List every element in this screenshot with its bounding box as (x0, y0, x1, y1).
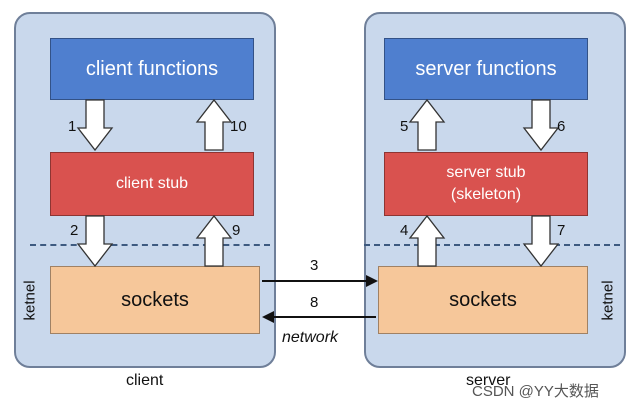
server-kernel-boundary (364, 244, 620, 246)
arrow-step-5 (408, 98, 446, 151)
arrow-step-10 (195, 98, 233, 151)
client-caption: client (126, 372, 164, 389)
step-label-4: 4 (400, 222, 409, 239)
step-label-10: 10 (230, 118, 247, 135)
arrow-step-6 (522, 99, 560, 152)
step-label-5: 5 (400, 118, 409, 135)
step-label-3: 3 (310, 257, 319, 274)
client-kernel-boundary (30, 244, 270, 246)
arrow-step-4 (408, 214, 446, 267)
server-caption: server (466, 372, 511, 389)
step-label-2: 2 (70, 222, 79, 239)
watermark: CSDN @YY大数据 (472, 383, 599, 400)
step-label-7: 7 (557, 222, 566, 239)
server-stub-box: server stub (skeleton) (384, 152, 588, 216)
step-label-1: 1 (68, 118, 77, 135)
step-label-9: 9 (232, 222, 241, 239)
client-kernel-label: ketnel (21, 280, 39, 321)
arrow-step-2 (76, 215, 114, 268)
client-stub-box: client stub (50, 152, 254, 216)
arrow-step-1 (76, 99, 114, 152)
client-functions-box: client functions (50, 38, 254, 100)
step-label-6: 6 (557, 118, 566, 135)
arrow-step-9 (195, 214, 233, 267)
arrow-step-7 (522, 215, 560, 268)
server-sockets-box: sockets (378, 266, 588, 334)
server-kernel-label: ketnel (599, 280, 617, 321)
server-functions-box: server functions (384, 38, 588, 100)
client-sockets-box: sockets (50, 266, 260, 334)
step-label-8: 8 (310, 294, 319, 311)
network-label: network (282, 329, 339, 346)
